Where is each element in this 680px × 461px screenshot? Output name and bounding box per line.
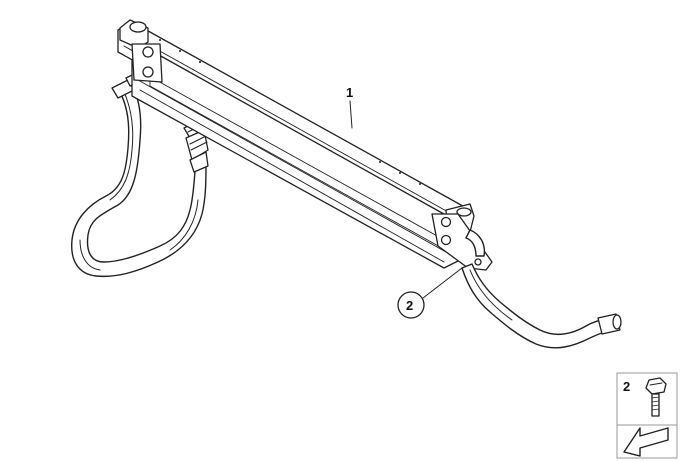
direction-arrow-icon [623,427,669,457]
legend-item-label: 2 [623,379,630,394]
callout-2-circle [397,291,425,319]
legend-panel: 2 [616,372,678,459]
screw-icon [645,377,667,417]
callout-2-label: 2 [406,298,413,313]
feed-line [461,229,622,349]
cooler-rivets [159,39,421,185]
callout-2[interactable]: 2 [397,267,463,319]
callout-1[interactable]: 1 [346,85,353,129]
callout-1-label: 1 [346,85,353,100]
oil-cooler [117,19,493,271]
